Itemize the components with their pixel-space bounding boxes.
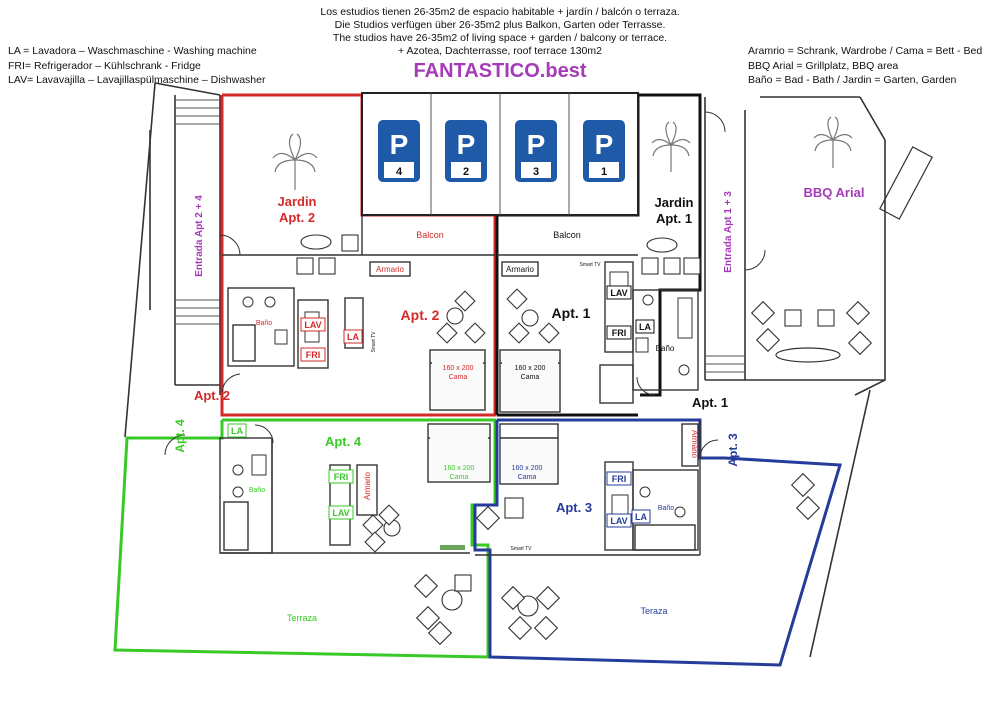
header-notes: Los estudios tienen 26-35m2 de espacio h… <box>0 6 1000 58</box>
apt4-outline <box>113 418 497 659</box>
header-line-roof: + Azotea, Dachterrasse, roof terrace 130… <box>398 45 602 57</box>
legend-bbq: BBQ Arial = Grillplatz, BBQ area <box>748 59 899 72</box>
apt3-entry-label: Apt. 3 <box>726 433 740 467</box>
door-swings <box>164 111 766 459</box>
apt1-la-label: LA <box>639 322 651 332</box>
parking-letter: P <box>527 129 546 160</box>
apt4-appliance-labels: LA FRI LAV <box>227 423 354 520</box>
legend-left: LA = Lavadora – Waschmaschine - Washing … <box>8 44 266 88</box>
apt1-bed-label: Cama <box>521 374 540 381</box>
apt1-entry-label: Apt. 1 <box>692 395 728 410</box>
jardin1-apt-label: Apt. 1 <box>656 211 692 226</box>
apt1-label: Apt. 1 <box>552 305 591 321</box>
apt2-entry-label: Apt. 2 <box>194 388 230 403</box>
palm-tree-icon <box>272 133 318 190</box>
apt3-tv-label: Smart TV <box>510 546 532 552</box>
apt2-armario-label: Armario <box>376 265 405 274</box>
apt2-lav-label: LAV <box>304 320 321 330</box>
header-line-de: Die Studios verfügen über 26-35m2 plus B… <box>334 19 666 31</box>
parking-sign-apt2: P 2 <box>445 120 487 182</box>
apt3-bed-size: 160 x 200 <box>512 465 543 472</box>
legend-la: LA = Lavadora – Waschmaschine - Washing … <box>8 45 257 57</box>
parking-number: 2 <box>463 166 469 178</box>
apt3-label: Apt. 3 <box>556 500 592 515</box>
parking-sign-apt3: P 3 <box>515 120 557 182</box>
terraza-apt3-label: Teraza <box>640 606 667 616</box>
parking-sign-apt4: P 4 <box>378 120 420 182</box>
apt3-bano-label: Baño <box>658 505 674 512</box>
balcon2-label: Balcon <box>416 230 444 240</box>
apt4-la-label: LA <box>231 426 243 436</box>
apt1-fri-label: FRI <box>612 328 627 338</box>
palm-tree-icon <box>651 121 691 172</box>
balcon1-label: Balcon <box>553 230 581 240</box>
jardin1-label: Jardin <box>654 195 693 210</box>
apt3-armario-label: Armario <box>690 430 699 459</box>
apt4-fri-label: FRI <box>334 472 349 482</box>
apt1-bed-size: 160 x 200 <box>515 365 546 372</box>
apt2-la-label: LA <box>347 332 359 342</box>
corridor-right-steps <box>705 355 745 373</box>
jardin2-label: Jardin <box>277 194 316 209</box>
palm-tree-icon <box>813 116 853 168</box>
apt2-tv-label: Smart TV <box>371 331 377 353</box>
entrada13-label: Entrada Apt 1 + 3 <box>723 191 734 273</box>
apt4-label: Apt. 4 <box>325 434 362 449</box>
parking-letter: P <box>595 129 614 160</box>
bbq-label: BBQ Arial <box>804 185 865 200</box>
apt1-lav-label: LAV <box>610 288 627 298</box>
apt2-appliance-labels: LAV FRI LA <box>300 317 363 362</box>
apt3-la-label: LA <box>635 512 647 522</box>
apt3-appliance-labels: FRI LAV LA <box>606 471 651 528</box>
parking-number: 3 <box>533 166 539 178</box>
header-line-es: Los estudios tienen 26-35m2 de espacio h… <box>320 6 680 18</box>
apt1-appliance-labels: LAV FRI LA <box>606 285 655 340</box>
legend-armario: Aramrio = Schrank, Wardrobe / Cama = Bet… <box>748 45 983 57</box>
parking-letter: P <box>390 129 409 160</box>
apt4-bed-label: Cama <box>450 474 469 481</box>
apt1-armario-label: Armario <box>506 265 535 274</box>
brand-title: FANTASTICO.best <box>413 60 587 82</box>
apt4-bed-size: 160 x 200 <box>444 465 475 472</box>
legend-fri: FRI= Refrigerador – Kühlschrank - Fridge <box>8 59 201 72</box>
parking-sign-apt1: P 1 <box>583 120 625 182</box>
apt2-bed-label: Cama <box>449 374 468 381</box>
parking-letter: P <box>457 129 476 160</box>
legend-lav: LAV= Lavavajilla – Lavajillaspülmaschine… <box>8 74 266 86</box>
bed-labels: 160 x 200 Cama 160 x 200 Cama 160 x 200 … <box>443 365 546 481</box>
apt1-tv-label: Smart TV <box>579 262 601 268</box>
apt3-bed-label: Cama <box>518 474 537 481</box>
apt1-bano-label: Baño <box>656 344 675 353</box>
bbq-area <box>775 146 933 363</box>
terraza-apt4-label: Terraza <box>287 613 317 623</box>
apt3-fri-label: FRI <box>612 474 627 484</box>
legend-right: Aramrio = Schrank, Wardrobe / Cama = Bet… <box>748 44 982 88</box>
entrada24-label: Entrada Apt 2 + 4 <box>194 195 205 277</box>
legend-bano: Baño = Bad - Bath / Jardin = Garten, Gar… <box>748 74 957 86</box>
garden-furniture <box>296 234 873 646</box>
jardin2-apt-label: Apt. 2 <box>279 210 315 225</box>
header-line-en: The studios have 26-35m2 of living space… <box>332 32 668 44</box>
apt2-fri-label: FRI <box>306 350 321 360</box>
apt2-label: Apt. 2 <box>401 307 440 323</box>
apt2-bano-label: Baño <box>256 320 272 327</box>
apt4-lav-label: LAV <box>332 508 349 518</box>
apt4-bano-label: Baño <box>249 487 265 494</box>
corridor-left-steps <box>175 99 220 325</box>
apt2-bed-size: 160 x 200 <box>443 365 474 372</box>
parking-number: 1 <box>601 166 607 178</box>
apt4-entry-label: Apt. 4 <box>173 419 187 453</box>
apt3-lav-label: LAV <box>610 516 627 526</box>
apt4-armario-label: Armario <box>363 471 372 500</box>
parking-number: 4 <box>396 166 403 178</box>
outer-walls <box>124 82 886 658</box>
